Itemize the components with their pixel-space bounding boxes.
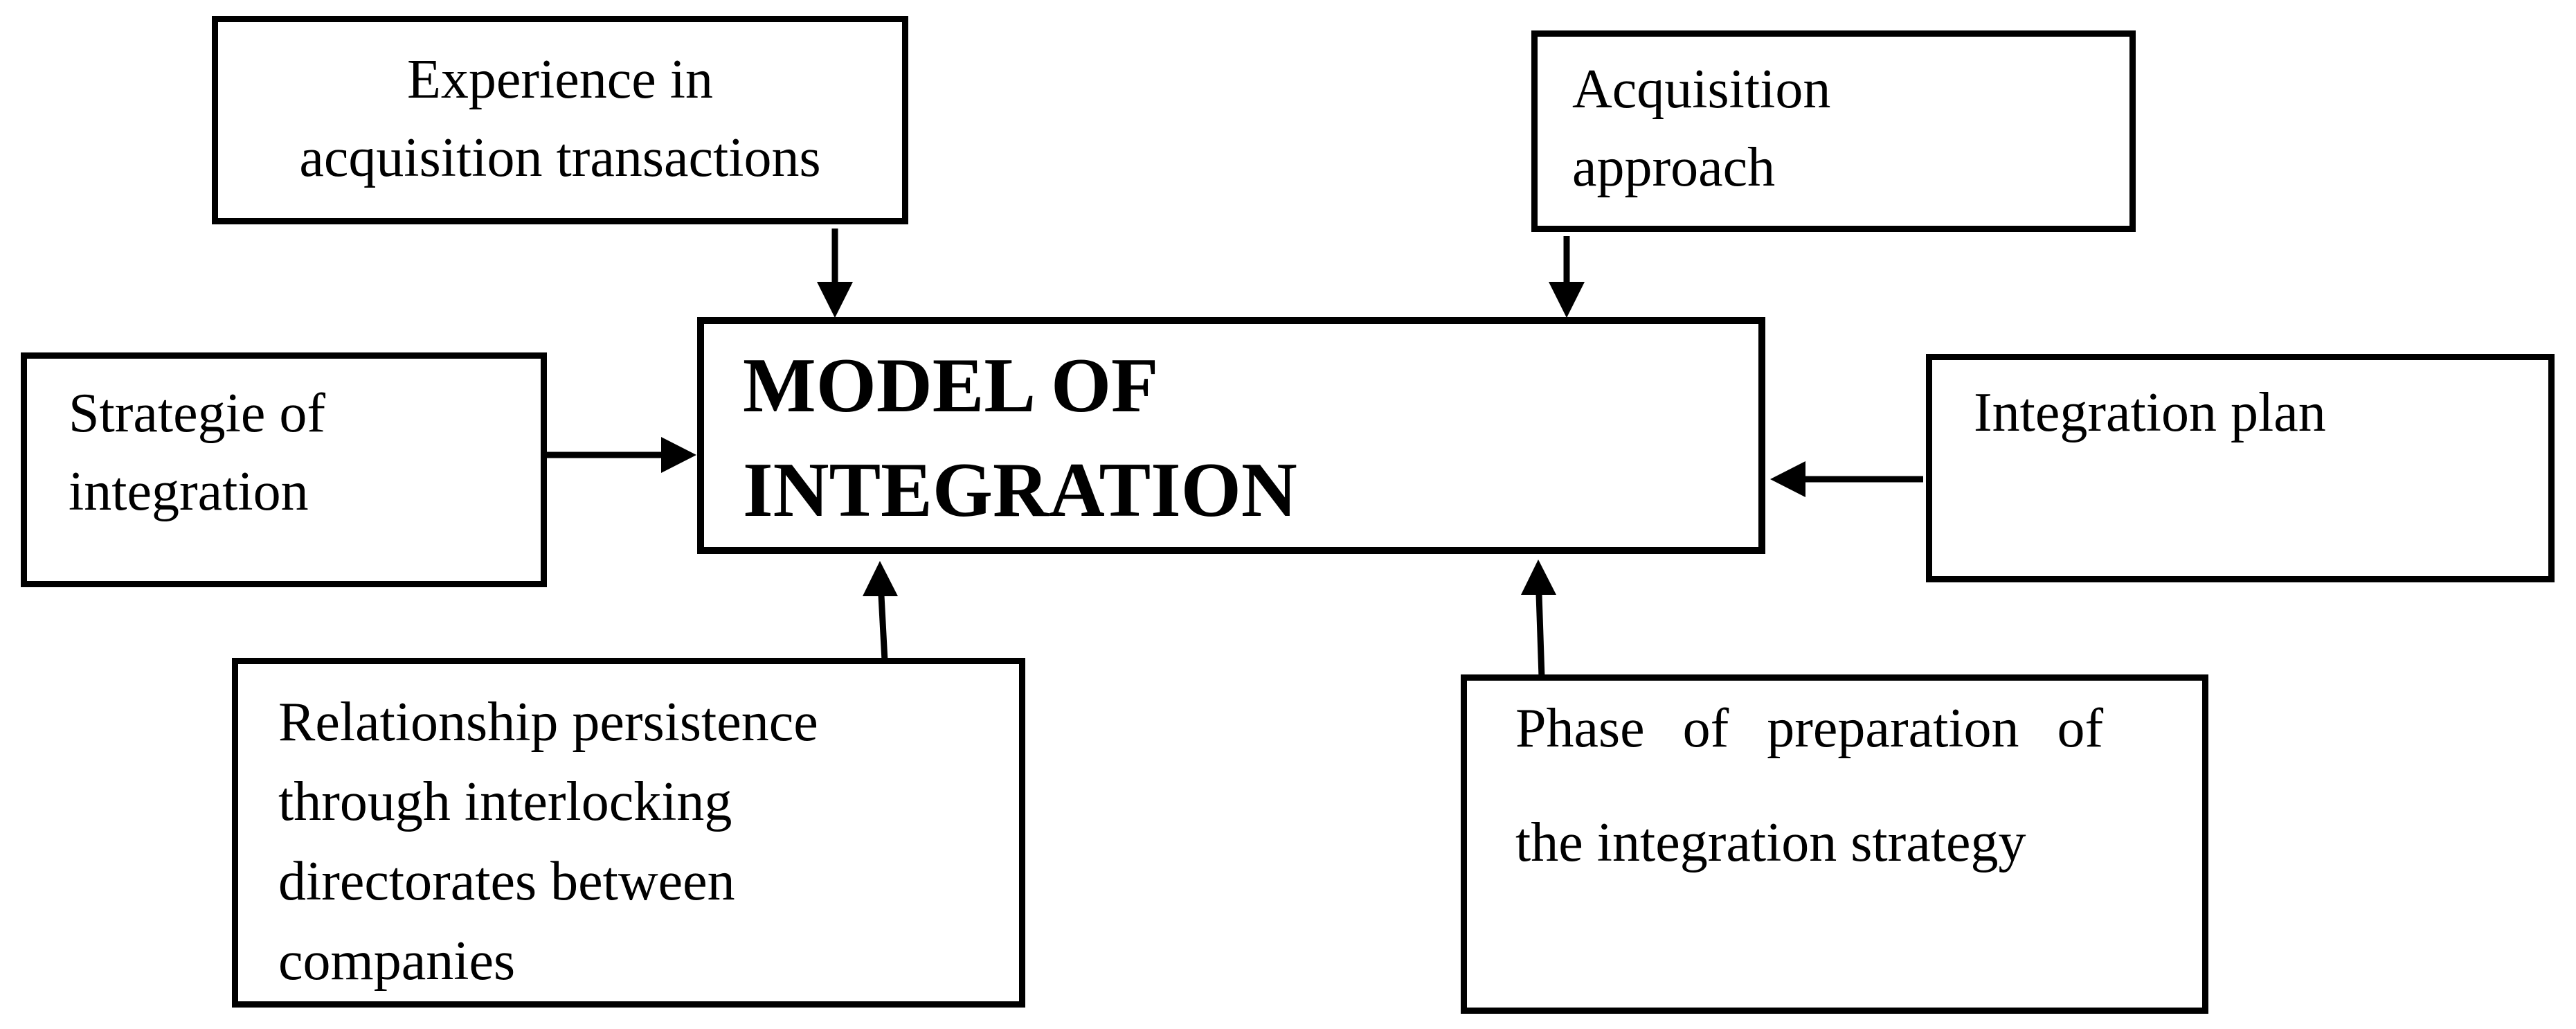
phase-line-1: Phase of preparation of: [1515, 698, 2104, 759]
phase-of-preparation-box: Phase of preparation of the integration …: [1461, 674, 2208, 1014]
arrow-acquisition-to-model: [1549, 236, 1585, 318]
model-of-integration-box: MODEL OF INTEGRATION: [697, 317, 1765, 554]
integration-plan-box: Integration plan: [1926, 354, 2555, 582]
relationship-persistence-box: Relationship persistence through interlo…: [232, 658, 1025, 1008]
acquisition-approach-box: Acquisition approach: [1531, 30, 2136, 232]
strategy-of-integration-box: Strategie of integration: [21, 352, 547, 587]
phase-line-2: the integration strategy: [1515, 812, 2026, 873]
arrow-plan-to-model: [1770, 461, 1923, 497]
experience-box: Experience in acquisition transactions: [212, 16, 908, 224]
arrow-relationship-to-model: [863, 561, 898, 661]
arrow-experience-to-model: [817, 229, 853, 318]
arrow-strategy-to-model: [544, 437, 696, 473]
arrow-phase-to-model: [1521, 560, 1556, 678]
